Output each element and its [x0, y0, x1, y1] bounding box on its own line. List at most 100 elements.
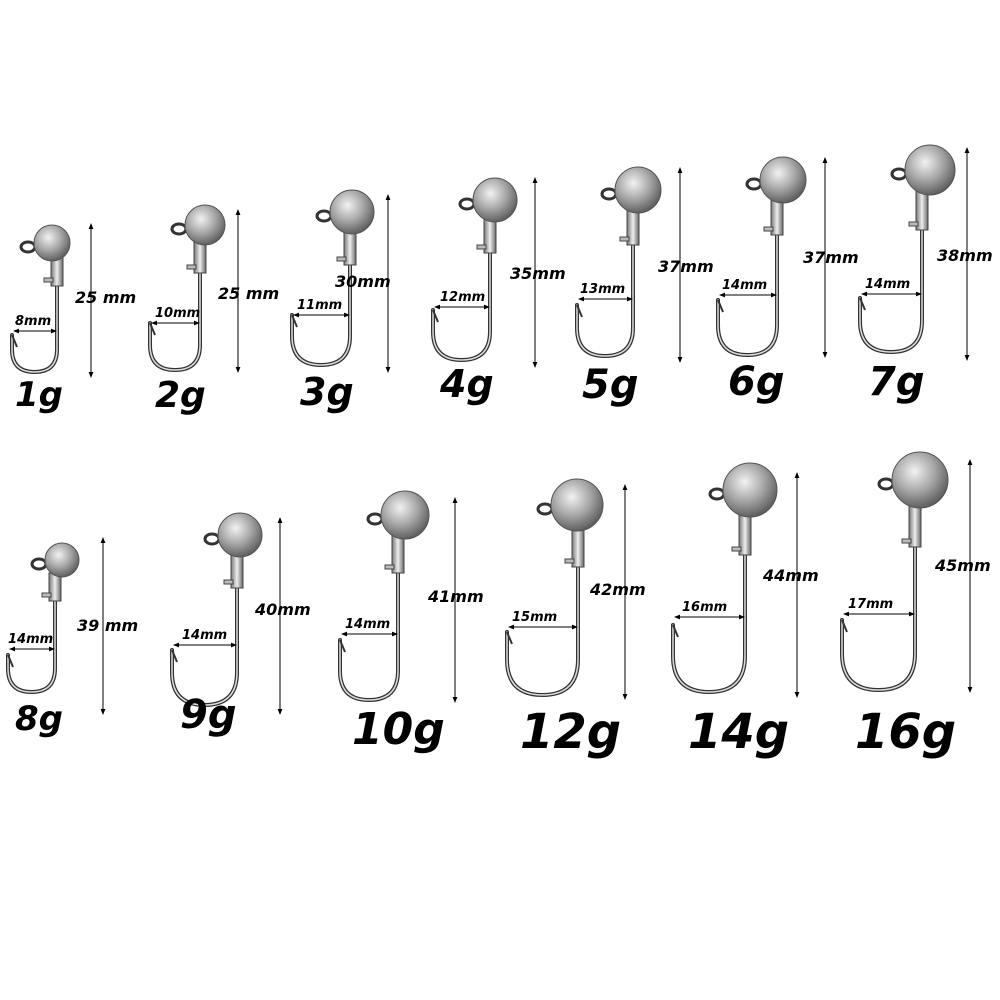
lead-ball-head — [550, 478, 604, 532]
collar-barb — [336, 256, 347, 262]
hook-wire — [859, 229, 923, 353]
hook-barb — [432, 309, 439, 323]
length-label: 39 mm — [77, 616, 139, 635]
weight-label: 9g — [180, 692, 237, 738]
gap-label: 14mm — [182, 628, 228, 643]
weight-label: 14g — [688, 704, 790, 760]
line-eye — [30, 557, 48, 571]
jig-head-hook — [575, 166, 683, 363]
length-label: 41mm — [428, 587, 484, 606]
length-label: 42mm — [590, 580, 646, 599]
lead-ball-head — [904, 144, 956, 196]
line-eye — [890, 167, 908, 181]
hook-wire — [7, 600, 56, 693]
weight-label: 4g — [440, 362, 494, 406]
jig-head-hook — [505, 478, 628, 700]
length-label: 25 mm — [218, 284, 280, 303]
gap-label: 11mm — [297, 298, 343, 313]
collar-barb — [901, 538, 912, 544]
weight-label: 7g — [868, 359, 925, 405]
length-label: 25 mm — [75, 288, 137, 307]
hook-wire — [149, 272, 201, 371]
hook-wire — [11, 285, 58, 373]
lead-ball-head — [380, 490, 430, 540]
line-eye — [536, 502, 554, 516]
hook-wire — [841, 546, 916, 691]
line-eye — [600, 187, 618, 201]
hook-barb — [291, 314, 298, 328]
jig-head-hook — [858, 144, 970, 361]
weight-label: 10g — [352, 704, 445, 755]
lead-ball-head — [722, 462, 778, 518]
jig-head-hook — [148, 204, 241, 373]
gap-label: 16mm — [682, 600, 728, 615]
hook-wire — [672, 554, 746, 693]
weight-label: 1g — [15, 375, 63, 415]
collar-barb — [223, 579, 234, 585]
collar-barb — [908, 221, 919, 227]
jig-head-hook — [431, 177, 538, 368]
weight-label: 8g — [15, 699, 63, 739]
lead-ball-head — [184, 204, 226, 246]
lead-ball-head — [44, 542, 80, 578]
hook-barb — [11, 334, 18, 348]
hook-wire-outline — [338, 571, 400, 703]
hook-barb — [859, 297, 866, 311]
gap-label: 13mm — [580, 282, 626, 297]
line-eye — [366, 512, 384, 526]
length-label: 35mm — [510, 264, 566, 283]
weight-label: 2g — [155, 375, 206, 416]
jig-head-hook — [671, 462, 800, 698]
hook-barb — [171, 649, 178, 663]
weight-label: 3g — [300, 370, 354, 414]
length-label: 44mm — [763, 566, 819, 585]
line-eye — [458, 197, 476, 211]
hook-barb — [841, 619, 848, 633]
collar-barb — [43, 277, 54, 283]
gap-label: 14mm — [8, 632, 54, 647]
line-eye — [315, 209, 333, 223]
weight-label: 5g — [582, 362, 639, 408]
hook-barb — [672, 624, 679, 638]
weight-label: 12g — [520, 704, 622, 760]
collar-barb — [384, 564, 395, 570]
hook-barb — [339, 639, 346, 653]
hook-wire-outline — [840, 545, 917, 693]
lead-ball-head — [891, 451, 949, 509]
jig-head-hook — [10, 223, 94, 378]
line-eye — [19, 240, 37, 254]
length-label: 37mm — [803, 248, 859, 267]
hook-wire-outline — [575, 243, 635, 359]
lead-ball-head — [217, 512, 263, 558]
hook-wire — [291, 264, 351, 366]
hook-wire-outline — [170, 586, 239, 708]
gap-label: 14mm — [865, 277, 911, 292]
hook-barb — [7, 654, 14, 668]
lead-ball-head — [33, 224, 71, 262]
collar-barb — [731, 546, 742, 552]
collar-barb — [619, 236, 630, 242]
hook-wire — [339, 572, 399, 701]
hook-wire — [171, 587, 238, 706]
collar-barb — [41, 592, 52, 598]
hook-wire-outline — [505, 565, 580, 698]
collar-barb — [476, 244, 487, 250]
line-eye — [708, 487, 726, 501]
hook-barb — [576, 304, 583, 318]
hook-barb — [506, 631, 513, 645]
jig-head-hook — [338, 490, 458, 703]
lead-ball-head — [759, 156, 807, 204]
lead-ball-head — [614, 166, 662, 214]
hook-barb — [717, 299, 724, 313]
weight-label: 6g — [728, 359, 785, 405]
gap-label: 12mm — [440, 290, 486, 305]
hook-wire-outline — [671, 553, 747, 695]
line-eye — [170, 222, 188, 236]
length-label: 45mm — [935, 556, 991, 575]
jig-head-hook — [716, 156, 828, 358]
length-label: 40mm — [255, 600, 311, 619]
weight-label: 16g — [855, 704, 957, 760]
collar-barb — [564, 558, 575, 564]
